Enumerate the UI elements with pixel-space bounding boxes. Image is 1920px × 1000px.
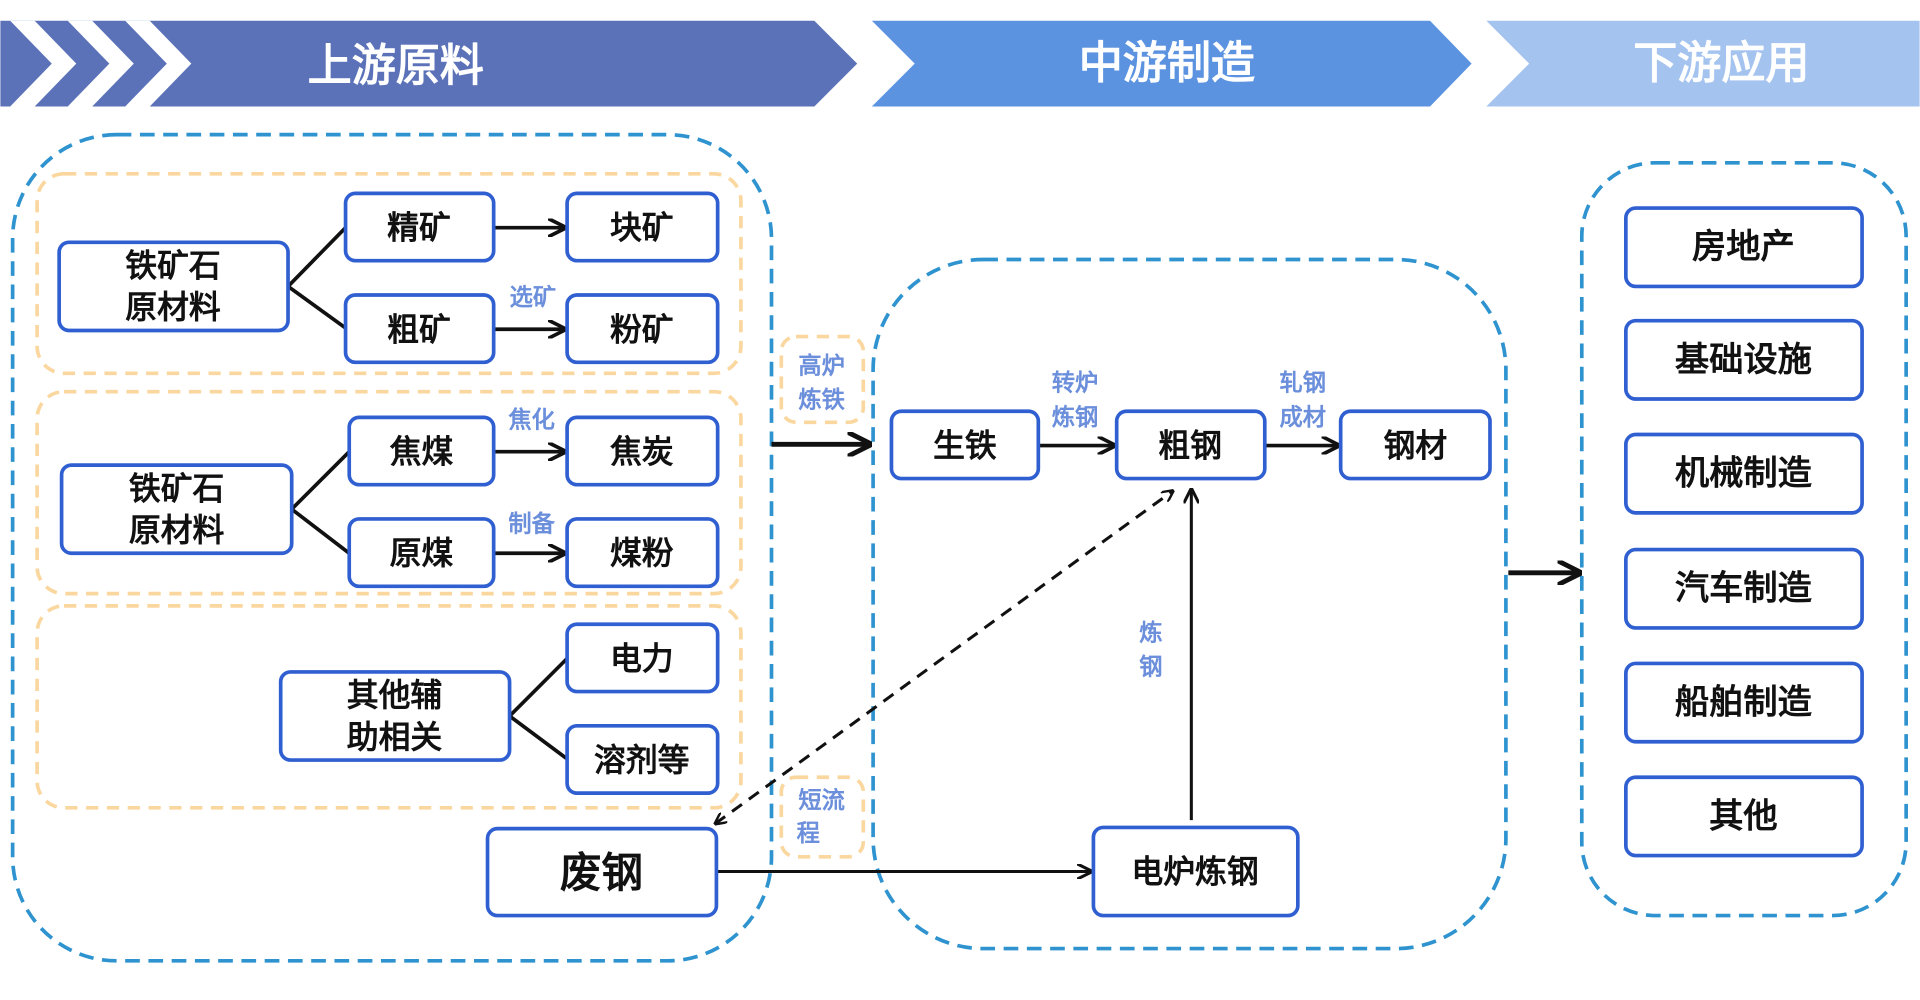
power-box — [565, 622, 720, 694]
iron-ore-group — [35, 171, 743, 376]
flux-box — [565, 723, 720, 795]
stage-bar-downstream — [1486, 20, 1920, 107]
box-label: 原煤 — [390, 534, 454, 572]
box-label: 生铁 — [933, 427, 997, 465]
process-label: 轧钢 — [1279, 370, 1326, 397]
iron-ore-source-box — [57, 240, 290, 333]
lump-ore-box — [565, 191, 720, 263]
box-label: 粉矿 — [610, 310, 674, 348]
box-label: 铁矿石 — [125, 247, 220, 285]
process-label: 制备 — [508, 510, 555, 537]
scrap-steel-box — [485, 826, 719, 918]
downstream-group — [1579, 160, 1908, 918]
other-group — [35, 604, 743, 810]
eaf-box — [1091, 825, 1300, 918]
box-label: 精矿 — [387, 209, 451, 247]
chevron-icon — [10, 20, 192, 107]
raw-ore-box — [343, 293, 496, 365]
downstream-item — [1624, 206, 1864, 289]
pig-iron-box — [889, 409, 1041, 481]
box-label: 铁矿石 — [129, 469, 224, 507]
blast-furnace-label-box — [779, 334, 866, 425]
box-label: 电炉炼钢 — [1131, 852, 1258, 890]
box-label: 煤粉 — [610, 534, 674, 572]
box-label: 机械制造 — [1675, 454, 1813, 494]
box-label: 废钢 — [560, 848, 643, 897]
downstream-item — [1624, 318, 1864, 401]
coal-source-box — [59, 463, 294, 556]
coal-group — [35, 389, 743, 596]
stage-midstream: 中游制造 — [1079, 38, 1255, 89]
box-label: 粗矿 — [387, 310, 451, 348]
downstream-list: 房地产 基础设施 机械制造 汽车制造 船舶制造 其他 — [1624, 206, 1864, 858]
process-label: 钢 — [1139, 654, 1162, 681]
downstream-item — [1624, 775, 1864, 858]
box-label: 房地产 — [1692, 227, 1795, 267]
box-label: 粗钢 — [1158, 427, 1222, 465]
box-label: 电力 — [610, 640, 674, 678]
stage-header: 上游原料 中游制造 下游应用 — [0, 20, 1920, 107]
upstream-group — [10, 132, 774, 963]
stage-bar-upstream — [0, 20, 858, 107]
box-label: 块矿 — [610, 209, 674, 247]
other-auxiliary-box — [278, 670, 512, 762]
stage-upstream: 上游原料 — [308, 41, 484, 92]
fine-ore-box — [565, 293, 720, 365]
process-label: 炼钢 — [1052, 404, 1099, 431]
box-label: 其他辅 — [347, 676, 442, 714]
blast-furnace-label: 炼铁 — [798, 387, 845, 414]
downstream-item — [1624, 547, 1864, 630]
crude-steel-box — [1114, 409, 1267, 481]
coking-coal-box — [347, 415, 496, 487]
coal-powder-box — [565, 517, 720, 589]
stage-downstream: 下游应用 — [1633, 38, 1809, 89]
box-label: 原材料 — [125, 288, 221, 326]
box-label: 基础设施 — [1675, 340, 1812, 380]
iron-ore-branch — [286, 226, 347, 330]
process-label: 成材 — [1279, 404, 1326, 431]
box-label: 焦炭 — [610, 433, 674, 471]
box-label: 其他 — [1709, 796, 1778, 836]
box-label: 助相关 — [347, 718, 443, 756]
raw-coal-box — [347, 517, 496, 589]
box-label: 钢材 — [1384, 427, 1448, 465]
process-label: 炼 — [1139, 619, 1162, 646]
box-label: 焦煤 — [390, 433, 454, 471]
process-label: 选矿 — [510, 284, 557, 311]
box-label: 汽车制造 — [1675, 569, 1813, 609]
concentrate-box — [343, 191, 496, 263]
short-process-label: 程 — [797, 820, 820, 847]
blast-furnace-label: 高炉 — [798, 352, 845, 379]
box-label: 船舶制造 — [1675, 683, 1813, 723]
box-label: 原材料 — [129, 511, 225, 549]
box-label: 溶剂等 — [594, 741, 689, 779]
short-process-dashed-arrow — [715, 491, 1173, 824]
downstream-item — [1624, 661, 1864, 744]
downstream-item — [1624, 432, 1864, 515]
stage-bar-midstream — [871, 20, 1472, 107]
coke-box — [565, 415, 720, 487]
short-process-label: 短流 — [798, 787, 845, 814]
process-label: 焦化 — [508, 406, 555, 433]
process-label: 转炉 — [1052, 370, 1099, 397]
coal-branch — [290, 450, 351, 555]
steel-products-box — [1338, 409, 1492, 481]
other-branch — [508, 657, 569, 761]
